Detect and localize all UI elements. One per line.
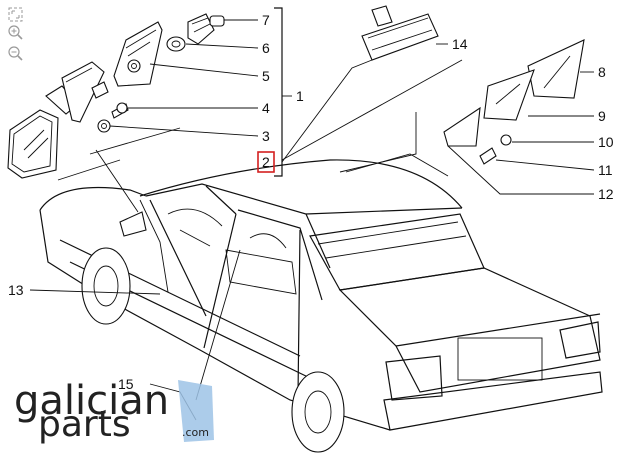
- zoom-in-icon[interactable]: [8, 25, 23, 40]
- callout-2-highlight: [257, 151, 275, 173]
- logo-accent-shape: [178, 380, 214, 442]
- watermark-logo: galician parts .com: [14, 378, 214, 445]
- callout-8: 8: [598, 64, 606, 80]
- callout-14: 14: [452, 36, 468, 52]
- callout-10: 10: [598, 134, 614, 150]
- group-bracket-1: [274, 7, 292, 177]
- zoom-out-icon[interactable]: [8, 46, 23, 61]
- callout-9: 9: [598, 108, 606, 124]
- logo-line-1: galician: [14, 378, 169, 424]
- callout-labels: 7 6 5 4 3 1 2 14 8 9 10 11 12 13 15: [8, 12, 614, 392]
- callout-3: 3: [262, 128, 270, 144]
- callout-1: 1: [296, 88, 304, 104]
- rear-view-mirror: [361, 5, 448, 61]
- callout-13: 13: [8, 282, 24, 298]
- car-illustration: [29, 59, 603, 453]
- fit-icon[interactable]: [8, 7, 23, 22]
- side-mirror-assembly: [7, 13, 259, 181]
- quarter-window-parts: [443, 39, 595, 195]
- callout-4: 4: [262, 100, 270, 116]
- callout-2: 2: [262, 154, 270, 170]
- logo-line-2: parts: [38, 404, 131, 445]
- callout-7: 7: [262, 12, 270, 28]
- callout-6: 6: [262, 40, 270, 56]
- callout-5: 5: [262, 68, 270, 84]
- callout-12: 12: [598, 186, 614, 202]
- callout-15: 15: [118, 376, 134, 392]
- logo-suffix: .com: [182, 426, 209, 439]
- callout-11: 11: [598, 162, 613, 178]
